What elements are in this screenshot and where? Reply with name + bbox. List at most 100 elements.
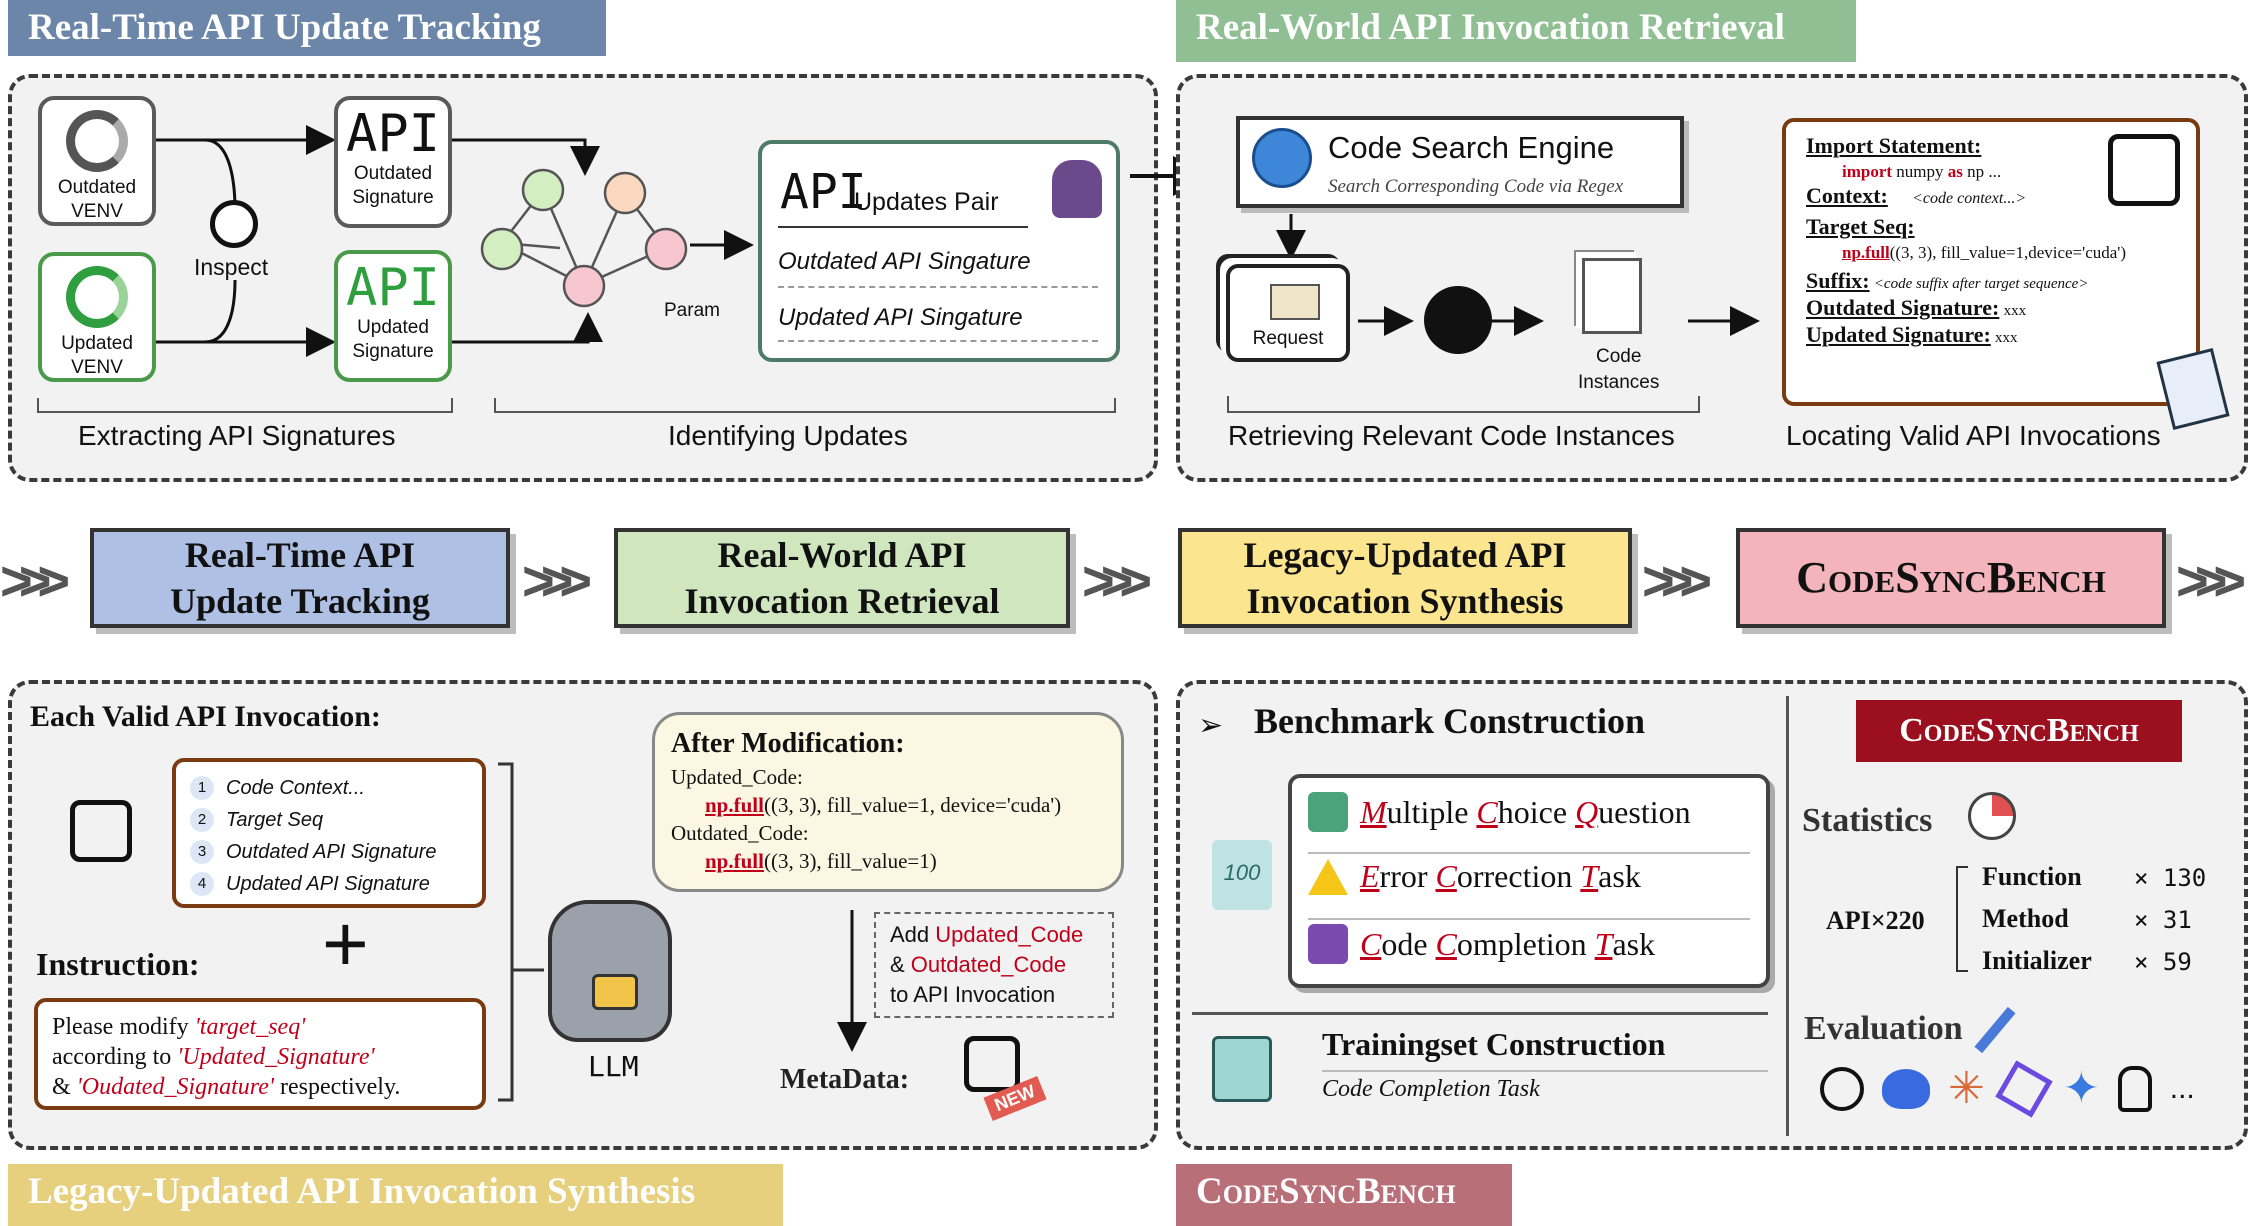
- bubble-updated-fn: np.full: [705, 793, 764, 817]
- import-as: as: [1947, 162, 1963, 181]
- task-0-part-0: M: [1360, 793, 1387, 830]
- outdated-sig-label: Outdated Signature:: [1806, 295, 2000, 320]
- item-text-1: Code Context...: [226, 776, 365, 799]
- task-2-part-1: ode: [1381, 925, 1436, 962]
- task-mcq-label: Multiple Choice Question: [1360, 794, 1691, 831]
- chevron-2: >>>: [522, 549, 592, 612]
- task-row-mcq: Multiple Choice Question: [1308, 792, 1691, 832]
- instruction-box: Please modify 'target_seq' according to …: [34, 998, 486, 1110]
- api-outdated-line-2: Signature: [352, 187, 434, 208]
- envelope-icon: [1270, 284, 1320, 320]
- item-row-2: 2 Target Seq: [190, 804, 482, 836]
- updated-sig-label: Updated Signature:: [1806, 322, 1991, 347]
- updated-venv-logo-icon: [66, 266, 128, 328]
- stage-realtime-tracking: Real-Time API Update Tracking: [90, 528, 510, 628]
- updates-pair-card: API Updates Pair Outdated API Singature …: [758, 140, 1120, 362]
- code-instances-label-1: Code: [1596, 346, 1642, 367]
- detective-icon: [1052, 160, 1102, 218]
- task-0-part-5: uestion: [1598, 793, 1691, 830]
- instr-p2: according to: [52, 1044, 178, 1070]
- claude-icon: ✳: [1948, 1064, 1985, 1113]
- add-l2a: &: [890, 952, 911, 977]
- target-fn: np.full: [1842, 243, 1890, 262]
- benchmark-title: Benchmark Construction: [1254, 701, 1646, 741]
- book-pencil-icon: [1212, 1036, 1272, 1102]
- api-outdated-label: API: [346, 104, 440, 164]
- pair-divider: [778, 226, 1028, 228]
- add-l3: to API Invocation: [890, 982, 1056, 1007]
- outdated-sig-value: xxx: [2003, 303, 2027, 319]
- tag-codesyncbench: CodeSyncBench: [1176, 1164, 1512, 1226]
- github-icon: [1424, 286, 1492, 354]
- pair-dash-1: [778, 286, 1098, 288]
- after-modification-bubble: After Modification: Updated_Code: np.ful…: [652, 712, 1124, 892]
- updates-pair-api: API: [780, 164, 867, 220]
- inspect-icon: [210, 200, 258, 248]
- api-invocation-card: Import Statement: import numpy as np ...…: [1782, 118, 2230, 430]
- request-stack: Request: [1226, 264, 1350, 362]
- task-1-part-5: ask: [1598, 858, 1641, 894]
- puzzle-code-icon: [70, 800, 132, 862]
- instr-q2: 'Updated_Signature': [177, 1044, 375, 1070]
- statistics-label: Statistics: [1802, 802, 1933, 839]
- updated-venv-label-2: VENV: [71, 357, 123, 378]
- param-label: Param: [664, 300, 720, 321]
- caption-identifying: Identifying Updates: [668, 420, 908, 451]
- add-l1a: Add: [890, 922, 936, 947]
- task-row-error: Error Correction Task: [1308, 858, 1641, 895]
- stage-legacy-synthesis: Legacy-Updated API Invocation Synthesis: [1178, 528, 1632, 628]
- stat-method-label: Method: [1982, 904, 2069, 933]
- caption-locating: Locating Valid API Invocations: [1786, 420, 2161, 451]
- item-row-1: 1 Code Context...: [190, 772, 482, 804]
- score-100-icon: 100: [1212, 840, 1272, 910]
- api-outdated-line-1: Outdated: [353, 163, 433, 184]
- task-div-1: [1308, 852, 1750, 854]
- updated-venv-box: Updated VENV: [38, 252, 156, 382]
- task-2-part-0: C: [1360, 925, 1382, 962]
- bubble-updated-args: ((3, 3), fill_value=1, device='cuda'): [763, 793, 1062, 817]
- search-engine-subtitle: Search Corresponding Code via Regex: [1328, 176, 1624, 197]
- deepseek-icon: [1882, 1069, 1930, 1109]
- instr-p3: &: [52, 1074, 77, 1100]
- pair-updated: Updated API Singature: [778, 304, 1023, 331]
- item-text-4: Updated API Signature: [226, 872, 430, 895]
- add-l1b: Updated_Code: [935, 922, 1084, 947]
- task-1-part-0: E: [1360, 858, 1380, 894]
- metadata-puzzle-icon: [964, 1036, 1020, 1092]
- bubble-outdated-args: ((3, 3), fill_value=1): [763, 849, 937, 873]
- api-count: API×220: [1826, 906, 1925, 935]
- target-args: ((3, 3), fill_value=1,device='cuda'): [1889, 243, 2127, 262]
- task-error-label: Error Correction Task: [1360, 858, 1641, 895]
- task-0-part-4: Q: [1575, 793, 1599, 830]
- task-0-part-1: ultiple: [1386, 793, 1477, 830]
- top-left-arrows: [37, 125, 1200, 413]
- globe-search-icon: [1252, 128, 1312, 188]
- score-100-text: 100: [1223, 860, 1261, 885]
- outdated-venv-label-2: VENV: [71, 201, 123, 222]
- task-row-completion: Code Completion Task: [1308, 924, 1655, 964]
- stage-3-line-2: Invocation Synthesis: [1246, 581, 1564, 621]
- task-1-part-2: C: [1435, 858, 1457, 894]
- trainingset-sub: Code Completion Task: [1322, 1076, 1540, 1102]
- vertical-divider: [1786, 696, 1789, 1136]
- api-updated-line-1: Updated: [357, 317, 429, 338]
- invocation-items-box: 1 Code Context... 2 Target Seq 3 Outdate…: [172, 758, 486, 908]
- task-1-part-3: orrection: [1456, 858, 1581, 894]
- updated-sig-value: xxx: [1995, 330, 2018, 346]
- item-num-3: 3: [190, 840, 214, 864]
- trainingset-title: Trainingset Construction: [1322, 1026, 1666, 1062]
- instr-q1: 'target_seq': [194, 1014, 306, 1040]
- pair-outdated: Outdated API Singature: [778, 248, 1031, 275]
- llm-robot-icon: [548, 900, 672, 1042]
- caption-retrieving: Retrieving Relevant Code Instances: [1228, 420, 1675, 451]
- stage-1-line-1: Real-Time API: [184, 535, 416, 575]
- chevron-3: >>>: [1082, 549, 1152, 612]
- task-div-2: [1308, 918, 1750, 920]
- openai-icon: [1820, 1067, 1864, 1111]
- import-mid: numpy: [1892, 162, 1948, 181]
- instr-p1: Please modify: [52, 1014, 195, 1040]
- tag-legacy-synthesis: Legacy-Updated API Invocation Synthesis: [8, 1164, 783, 1226]
- import-kw: import: [1842, 162, 1893, 181]
- stat-initializer-label: Initializer: [1982, 946, 2092, 975]
- bubble-title: After Modification:: [671, 728, 905, 759]
